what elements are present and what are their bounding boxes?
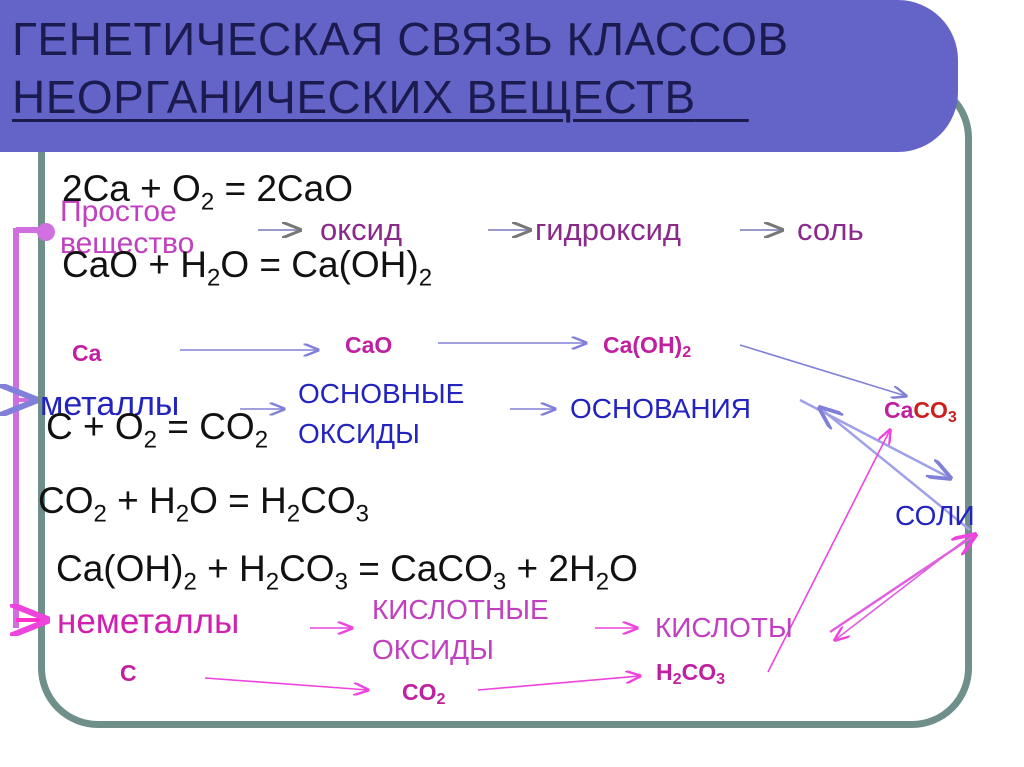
label-acids: КИСЛОТЫ: [655, 612, 793, 643]
equation-1: 2Ca + O2 = 2CaO: [62, 168, 353, 216]
bracket-dot: [37, 223, 55, 241]
eq4-sub1: 2: [93, 500, 107, 528]
eq5-e: + 2H: [506, 548, 596, 589]
arrow-h2co3-caco3: [767, 430, 890, 673]
eq4-d: CO: [300, 480, 356, 521]
equation-2: CaO + H2O = Ca(OH)2: [62, 244, 432, 292]
label-basic-oxides-2: ОКСИДЫ: [298, 418, 420, 449]
formula-ca: Ca: [72, 340, 102, 366]
label-acid-oxides-2: ОКСИДЫ: [372, 634, 494, 665]
eq5-c: CO: [279, 548, 335, 589]
h2co3-sub1: 2: [672, 670, 682, 689]
slide-title: ГЕНЕТИЧЕСКАЯ СВЯЗЬ КЛАССОВ НЕОРГАНИЧЕСКИ…: [12, 10, 789, 126]
eq5-f: O: [609, 548, 638, 589]
title-banner: ГЕНЕТИЧЕСКАЯ СВЯЗЬ КЛАССОВ НЕОРГАНИЧЕСКИ…: [0, 0, 958, 152]
caco3-co: CO: [913, 397, 948, 423]
label-oxide: оксид: [320, 212, 403, 247]
arrow-salts-bases: [820, 408, 971, 531]
caco3-sub: 3: [947, 408, 957, 427]
eq5-sub2: 2: [265, 568, 280, 596]
caoh2-main: Ca(OH): [603, 332, 683, 358]
label-basic-oxides-1: ОСНОВНЫЕ: [298, 378, 465, 409]
eq1-sub: 2: [200, 188, 215, 216]
title-line-2: НЕОРГАНИЧЕСКИХ ВЕЩЕСТВ: [12, 68, 789, 126]
caco3-ca: Ca: [884, 397, 914, 423]
caoh2-sub: 2: [682, 343, 692, 362]
formula-co2: CO2: [402, 679, 445, 709]
arrow-caoh2-caco3: [739, 344, 906, 396]
eq5-sub3: 3: [334, 568, 348, 596]
title-line-2-text: НЕОРГАНИЧЕСКИХ ВЕЩЕСТВ: [12, 71, 696, 123]
label-simple-substance: Простое вещество: [60, 196, 230, 260]
formula-caco3: CaCO3: [884, 397, 957, 427]
eq5-b: + H: [196, 548, 266, 589]
eq5-sub4: 3: [492, 568, 507, 596]
arrow-co2-h2co3: [477, 676, 640, 691]
eq4-sub3: 2: [286, 500, 301, 528]
eq2-a: CaO + H: [62, 244, 207, 285]
eq2-sub1: 2: [206, 264, 221, 292]
arrow-salts-acids: [835, 539, 966, 640]
equation-5: Ca(OH)2 + H2CO3 = CaCO3 + 2H2O: [56, 548, 638, 596]
simple-substance-text: Простое вещество: [60, 195, 195, 260]
eq3-a: C + O: [46, 406, 144, 447]
eq5-sub1: 2: [183, 568, 197, 596]
label-salt: соль: [797, 212, 864, 247]
h2co3-sub2: 3: [716, 670, 726, 689]
label-bases: ОСНОВАНИЯ: [570, 393, 751, 424]
label-metals: металлы: [40, 385, 180, 423]
eq1-a: 2Ca + O: [62, 168, 201, 209]
eq1-b: = 2CaO: [214, 168, 354, 209]
title-line-1: ГЕНЕТИЧЕСКАЯ СВЯЗЬ КЛАССОВ: [12, 13, 789, 65]
eq4-c: O = H: [189, 480, 287, 521]
eq3-sub2: 2: [254, 426, 269, 454]
label-nonmetals: неметаллы: [57, 602, 240, 641]
h2co3-co: CO: [681, 659, 717, 685]
eq5-a: Ca(OH): [56, 548, 184, 589]
co2-sub: 2: [436, 690, 446, 709]
eq5-d: = CaCO: [347, 548, 493, 589]
eq5-sub5: 2: [595, 568, 610, 596]
formula-cao: CaO: [345, 332, 393, 358]
co2-main: CO: [402, 679, 437, 705]
label-acid-oxides-1: КИСЛОТНЫЕ: [372, 594, 549, 625]
formula-c: C: [120, 660, 137, 686]
eq4-b: + H: [106, 480, 176, 521]
label-salts: СОЛИ: [895, 500, 975, 531]
eq2-sub2: 2: [418, 264, 433, 292]
label-hydroxide: гидроксид: [535, 212, 682, 247]
equation-3: C + O2 = CO2: [46, 406, 268, 454]
eq4-a: CO: [38, 480, 94, 521]
formula-caoh2: Ca(OH)2: [603, 332, 691, 362]
h2co3-h: H: [656, 659, 673, 685]
formula-h2co3: H2CO3: [656, 659, 725, 689]
eq4-sub4: 3: [355, 500, 369, 528]
arrow-c-co2: [204, 677, 368, 690]
eq4-sub2: 2: [175, 500, 190, 528]
eq2-b: O = Ca(OH): [220, 244, 419, 285]
eq3-b: = CO: [157, 406, 255, 447]
equation-4: CO2 + H2O = H2CO3: [38, 480, 369, 528]
eq3-sub1: 2: [143, 426, 158, 454]
